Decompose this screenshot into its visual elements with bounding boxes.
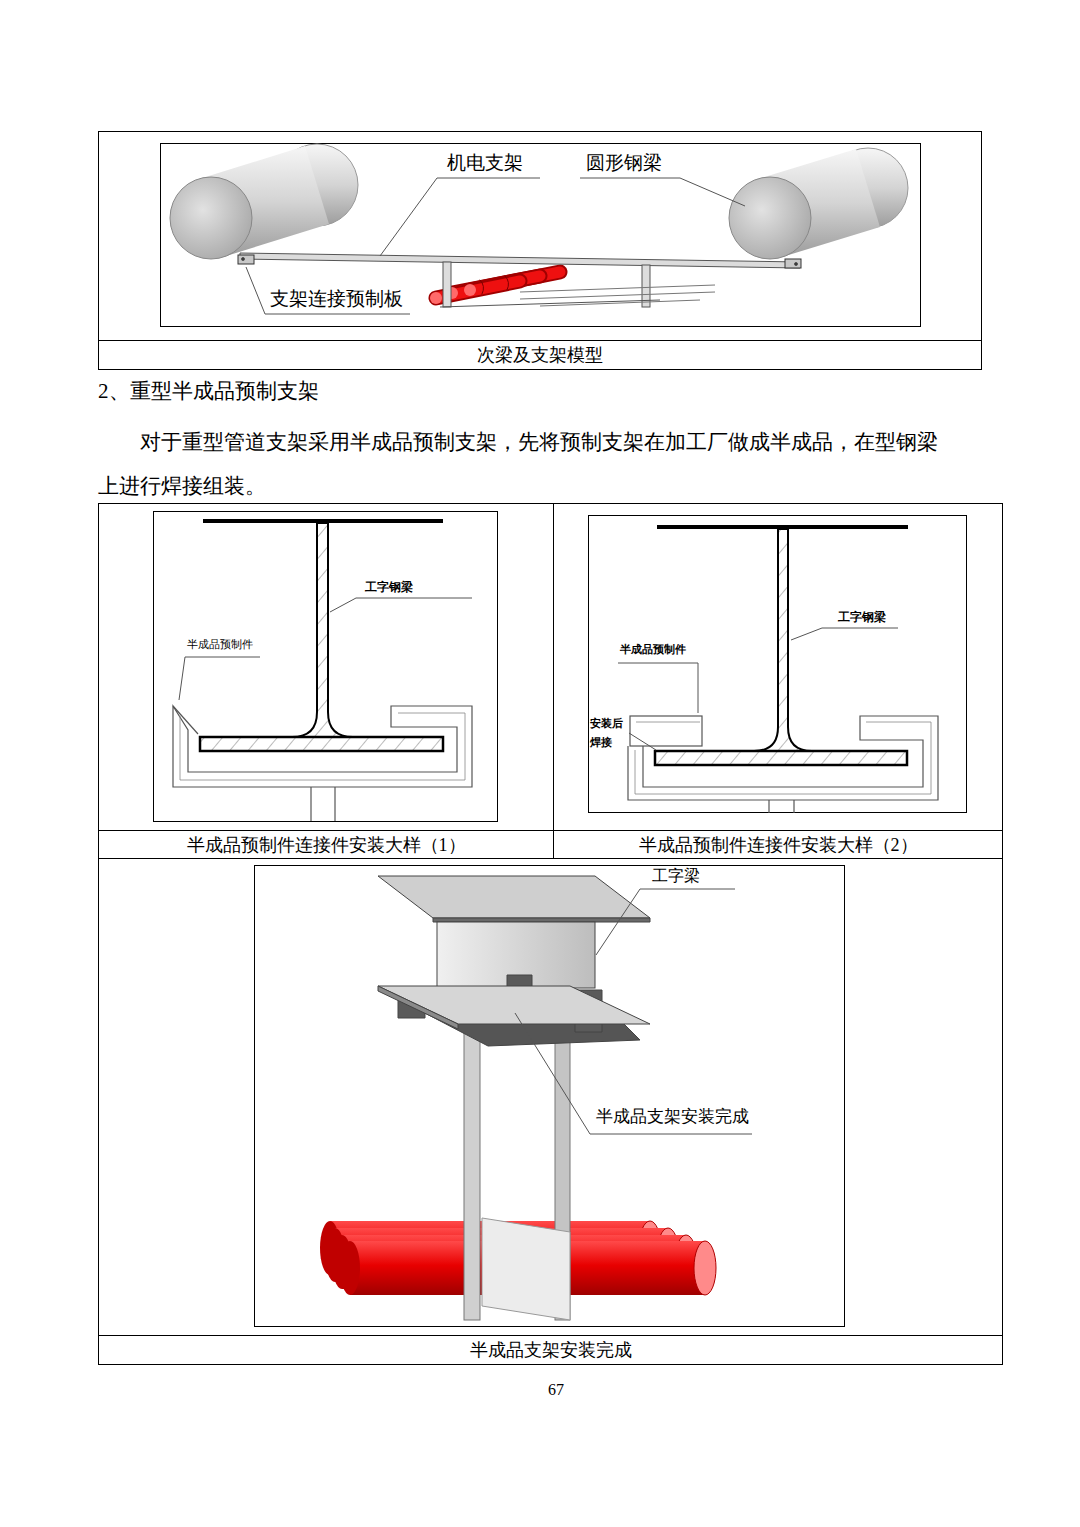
leader-line bbox=[179, 598, 472, 700]
i-steel-beam bbox=[655, 527, 908, 765]
table-frame bbox=[98, 503, 1003, 1365]
part-label: 工字梁 bbox=[652, 866, 700, 885]
section-heading: 2、重型半成品预制支架 bbox=[98, 379, 319, 404]
part-label: 圆形钢梁 bbox=[586, 152, 662, 175]
part-label: 工字钢梁 bbox=[365, 580, 413, 594]
page-number: 67 bbox=[520, 1380, 592, 1399]
leader-line bbox=[515, 889, 752, 1134]
part-label: 机电支架 bbox=[447, 152, 523, 175]
note-label: 安装后 焊接 bbox=[590, 714, 626, 752]
caption-text: 半成品预制件连接件安装大样（2） bbox=[639, 833, 918, 857]
part-label: 半成品支架安装完成 bbox=[596, 1107, 749, 1127]
round-steel-beam bbox=[170, 144, 908, 259]
caption-text: 半成品预制件连接件安装大样（1） bbox=[187, 833, 466, 857]
caption-text: 次梁及支架模型 bbox=[477, 343, 603, 367]
body-paragraph: 对于重型管道支架采用半成品预制支架，先将预制支架在加工厂做成半成品，在型钢梁 上… bbox=[98, 420, 980, 508]
caption-text: 半成品支架安装完成 bbox=[470, 1338, 632, 1362]
i-beam-3d bbox=[378, 876, 650, 1046]
caption-cell: 半成品预制件连接件安装大样（2） bbox=[554, 831, 1002, 858]
part-label: 支架连接预制板 bbox=[270, 288, 403, 311]
i-steel-beam bbox=[200, 521, 443, 751]
table-frame bbox=[98, 132, 982, 370]
caption-cell: 次梁及支架模型 bbox=[99, 341, 981, 369]
hanger-rod bbox=[464, 1020, 570, 1320]
part-label: 工字钢梁 bbox=[838, 610, 886, 624]
part-label: 半成品预制件 bbox=[187, 638, 253, 651]
part-label: 半成品预制件 bbox=[620, 643, 686, 656]
leader-line bbox=[618, 628, 898, 750]
leader-line bbox=[246, 178, 745, 314]
caption-cell: 半成品支架安装完成 bbox=[99, 1336, 1002, 1364]
caption-cell: 半成品预制件连接件安装大样（1） bbox=[99, 831, 553, 858]
